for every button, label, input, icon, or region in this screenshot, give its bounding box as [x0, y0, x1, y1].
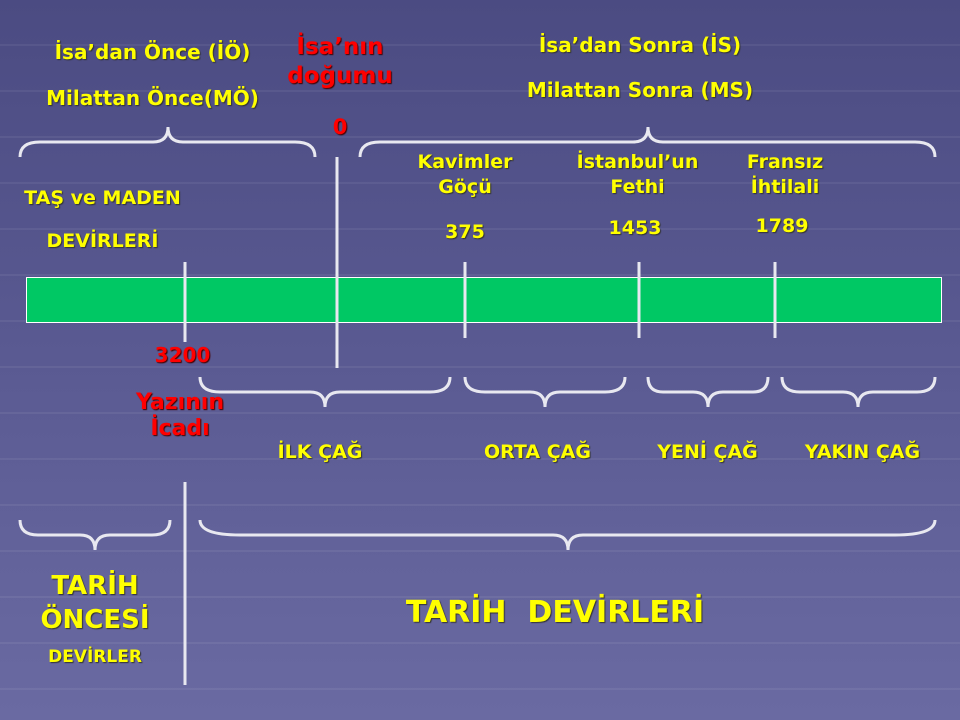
- event-year-1789: 1789: [755, 215, 809, 237]
- timeline-bar: [26, 277, 942, 323]
- age-yeni: YENİ ÇAĞ: [657, 441, 758, 463]
- event-year-375: 375: [445, 221, 485, 243]
- tick-lines: [183, 157, 777, 685]
- brace-bc: [18, 126, 317, 158]
- bc-label-2: Milattan Önce(MÖ): [46, 86, 259, 110]
- event-line1: Fransız: [746, 151, 824, 173]
- brace-yeni: [646, 376, 770, 408]
- birth-line2: doğumu: [287, 62, 393, 89]
- bc-label-1: İsa’dan Önce (İÖ): [54, 40, 251, 64]
- brace-history: [198, 519, 937, 551]
- age-orta: ORTA ÇAĞ: [484, 441, 591, 463]
- event-year-1453: 1453: [608, 217, 662, 239]
- brace-yakin: [780, 376, 937, 408]
- brace-orta: [463, 376, 627, 408]
- braces: [18, 126, 937, 551]
- birth-line1: İsa’nın: [296, 34, 384, 60]
- brace-ad: [358, 126, 937, 158]
- prehistory-line1: TARİH: [51, 571, 139, 601]
- stone-label-2: DEVİRLERİ: [46, 230, 159, 252]
- ad-label-2: Milattan Sonra (MS): [526, 78, 754, 102]
- age-ilk: İLK ÇAĞ: [277, 441, 363, 463]
- event-line2: İhtilali: [750, 175, 820, 198]
- event-line1: Kavimler: [417, 151, 513, 173]
- writing-year: 3200: [154, 343, 211, 367]
- stone-label-1: TAŞ ve MADEN: [24, 187, 181, 209]
- history-label: TARİH DEVİRLERİ: [405, 595, 705, 630]
- event-line2: Göçü: [438, 175, 492, 198]
- ad-label-1: İsa’dan Sonra (İS): [538, 33, 742, 57]
- event-line2: Fethi: [610, 175, 665, 198]
- writing-line2: İcadı: [150, 416, 210, 442]
- age-yakin: YAKIN ÇAĞ: [804, 441, 921, 463]
- prehistory-line3: DEVİRLER: [48, 646, 142, 667]
- event-line1: İstanbul’un: [576, 151, 699, 173]
- brace-prehistory: [18, 519, 172, 551]
- birth-year: 0: [332, 115, 348, 139]
- brace-ilk: [198, 376, 452, 408]
- prehistory-line2: ÖNCESİ: [40, 604, 150, 635]
- writing-line1: Yazının: [136, 390, 224, 415]
